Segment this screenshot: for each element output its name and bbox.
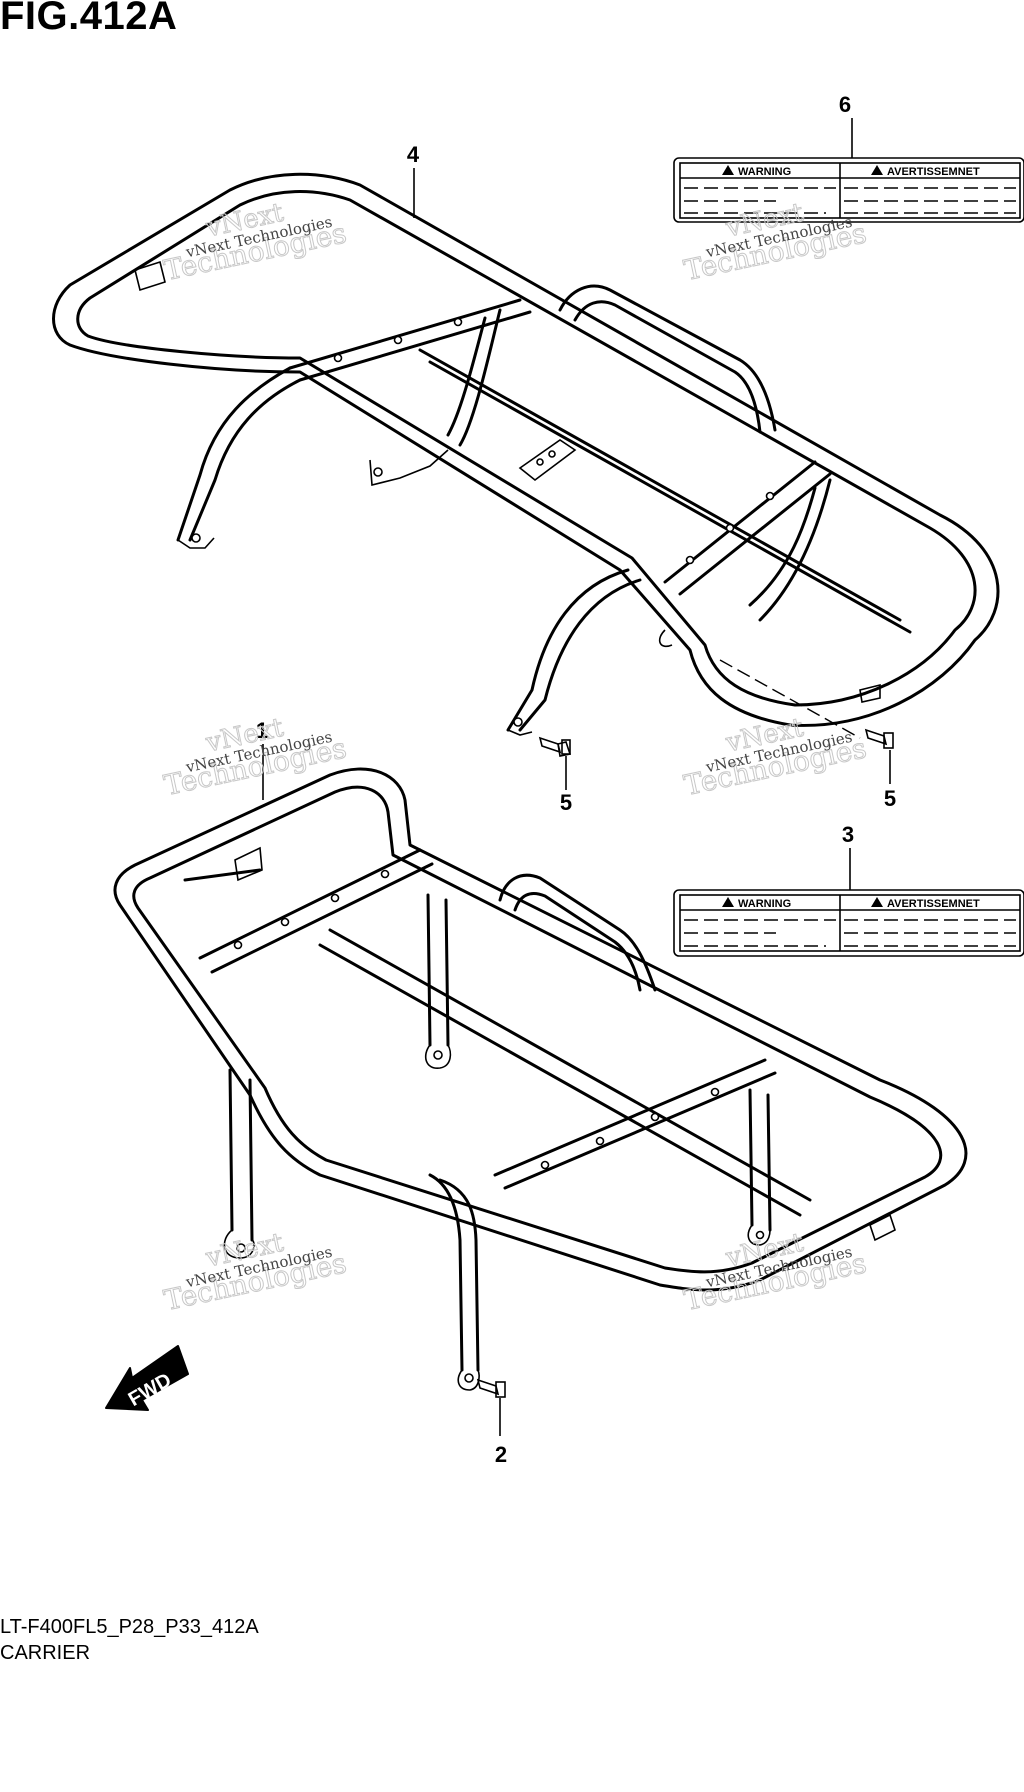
label3-warning-text: WARNING xyxy=(738,898,791,910)
fwd-arrow: FWD xyxy=(105,1345,189,1411)
figure-code: LT-F400FL5_P28_P33_412A xyxy=(0,1616,259,1638)
callout-5-right[interactable]: 5 xyxy=(884,750,896,811)
callout-5-left[interactable]: 5 xyxy=(560,756,572,815)
callout-2-number: 2 xyxy=(495,1442,507,1467)
watermark-4: vNext Technologies vNext Technologies xyxy=(681,712,870,802)
warning-label-part-3[interactable]: WARNING AVERTISSEMNET xyxy=(673,889,1024,957)
warning-triangle-icon xyxy=(871,897,883,907)
callout-2[interactable]: 2 xyxy=(495,1398,507,1467)
figure-title: FIG.412A xyxy=(0,0,178,38)
warning-triangle-icon xyxy=(871,165,883,175)
bolt-part-5-left[interactable] xyxy=(538,736,572,757)
figure-footer: LT-F400FL5_P28_P33_412A CARRIER xyxy=(0,1614,259,1666)
bolt-part-5-right[interactable] xyxy=(864,728,894,749)
label3-avertissement-text: AVERTISSEMNET xyxy=(887,898,980,910)
warning-triangle-icon xyxy=(722,897,734,907)
callout-3-number: 3 xyxy=(842,822,854,847)
lower-carrier[interactable] xyxy=(113,683,968,1391)
callout-3[interactable]: 3 xyxy=(842,822,854,890)
callout-5b-number: 5 xyxy=(884,786,896,811)
warning-label-part-6[interactable]: WARNING AVERTISSEMNET xyxy=(673,157,1024,223)
watermark-6: vNext Technologies vNext Technologies xyxy=(681,1227,870,1317)
callout-4[interactable]: 4 xyxy=(407,142,420,218)
warning-triangle-icon xyxy=(722,165,734,175)
upper-carrier[interactable] xyxy=(52,172,1000,739)
label6-warning-text: WARNING xyxy=(738,166,791,178)
figure-name: CARRIER xyxy=(0,1642,91,1664)
callout-4-number: 4 xyxy=(407,142,420,167)
callout-6-number: 6 xyxy=(839,92,851,117)
watermark-5: vNext Technologies vNext Technologies xyxy=(161,1227,350,1317)
label6-avertissement-text: AVERTISSEMNET xyxy=(887,166,980,178)
callout-1[interactable]: 1 xyxy=(256,718,268,800)
bolt-part-2[interactable] xyxy=(476,1378,506,1398)
callout-6[interactable]: 6 xyxy=(839,92,853,158)
callout-1-number: 1 xyxy=(256,718,268,743)
callout-5a-number: 5 xyxy=(560,790,572,815)
watermark-3: vNext Technologies vNext Technologies xyxy=(161,712,350,802)
